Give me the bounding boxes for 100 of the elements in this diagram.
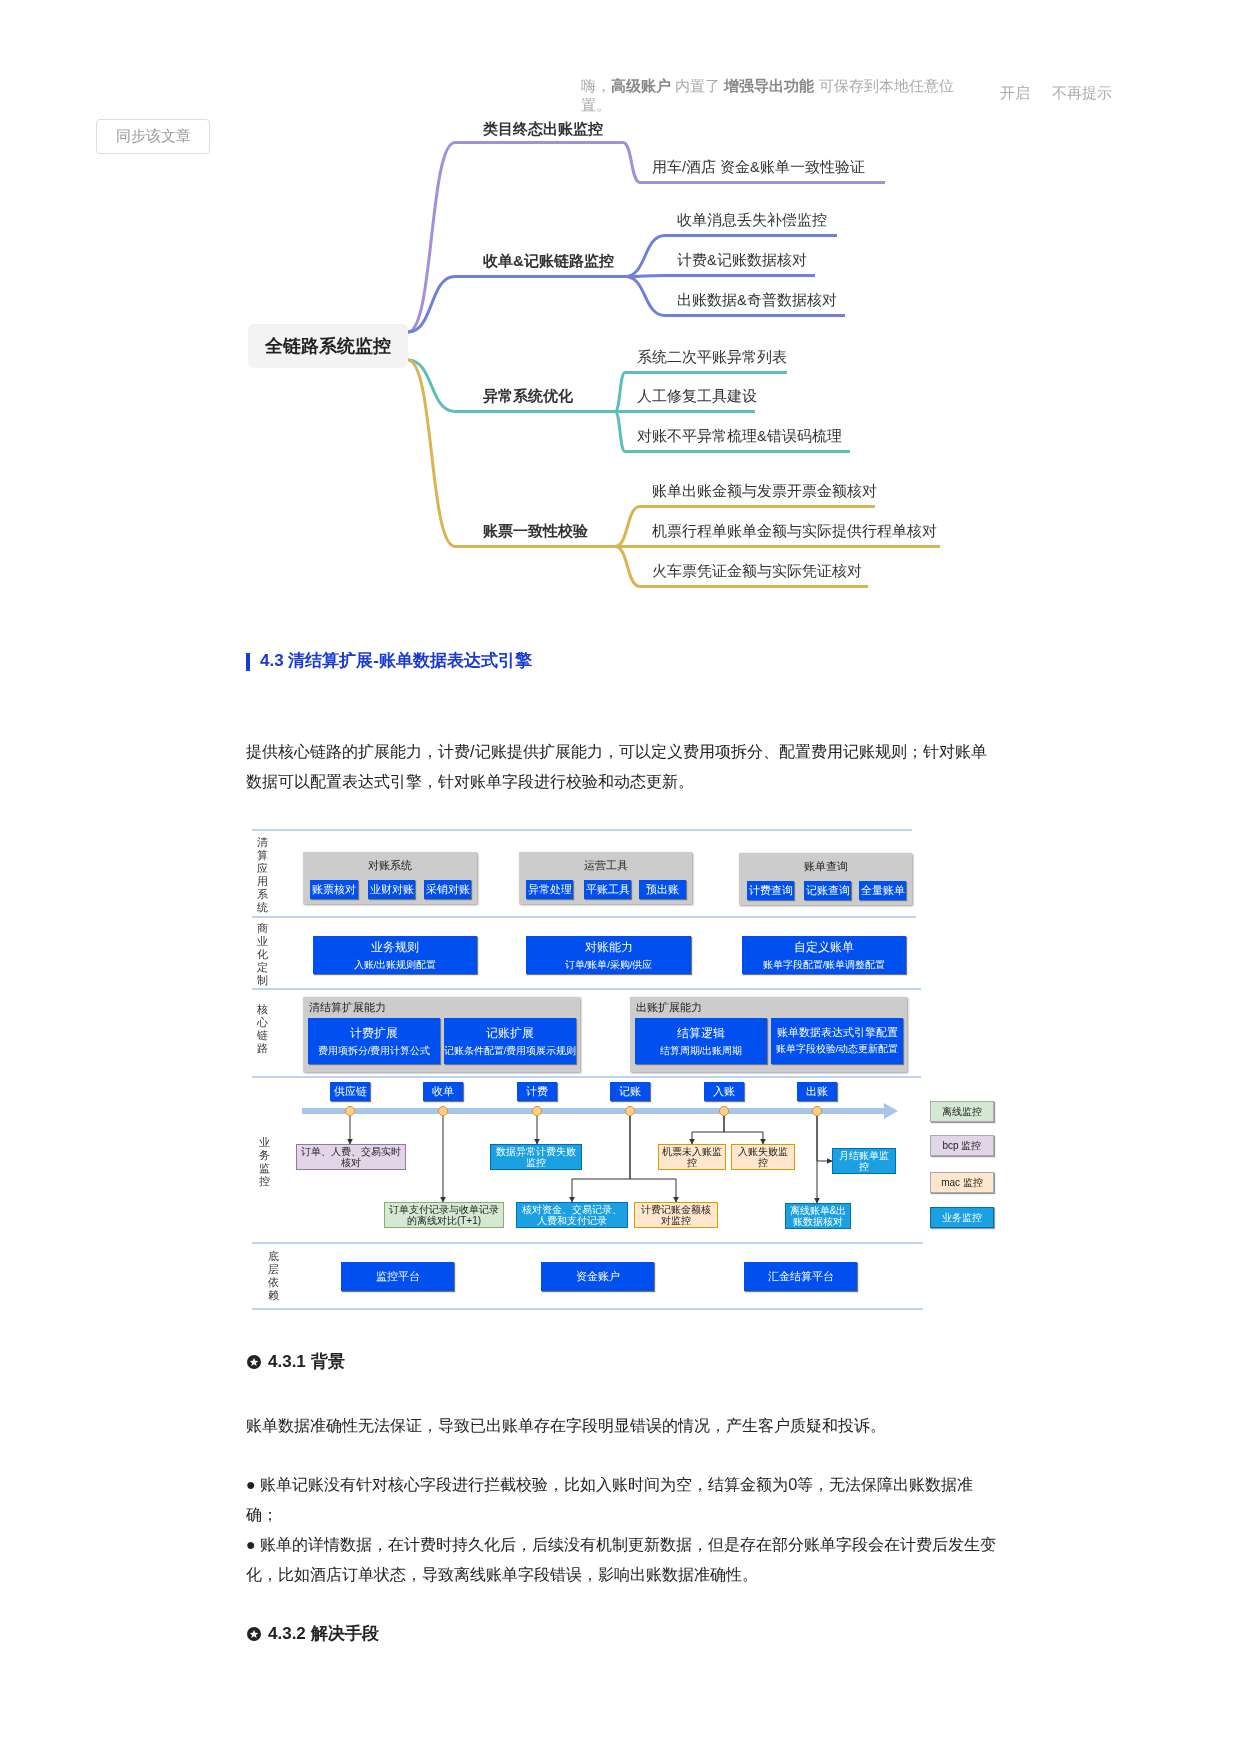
panel-title: 出账扩展能力 xyxy=(636,1000,702,1015)
panel-title: 对账系统 xyxy=(367,858,413,873)
box-subtitle: 账单字段校验/动态更新配置 xyxy=(775,1043,899,1056)
module-box xyxy=(742,936,906,974)
monitor-box: 数据异常计费失败监控 xyxy=(490,1144,582,1170)
paragraph: 账单数据准确性无法保证，导致已出账单存在字段明显错误的情况，产生客户质疑和投诉。 xyxy=(246,1415,887,1436)
feature-tag: 平账工具 xyxy=(584,880,631,899)
monitor-box: 订单、人费、交易实时核对 xyxy=(296,1144,406,1170)
dismiss-link: 不再提示 xyxy=(1052,84,1113,103)
monitor-box: 订单支付记录与收单记录的离线对比(T+1) xyxy=(384,1202,504,1228)
box-title: 计费扩展 xyxy=(350,1024,398,1042)
branch-topic: 收单&记账链路监控 xyxy=(455,250,625,278)
branch-topic: 类目终态出账监控 xyxy=(455,118,623,144)
module-box xyxy=(308,1018,440,1064)
monitor-box: 核对资金、交易记录、人费和支付记录 xyxy=(516,1202,628,1228)
monitor-box: 月结账单监控 xyxy=(832,1148,896,1174)
box-subtitle: 费用项拆分/费用计算公式 xyxy=(317,1044,431,1058)
capability-panel xyxy=(303,997,580,1072)
box-title: 自定义账单 xyxy=(794,938,854,956)
layer-label: 业务监控 xyxy=(259,1136,271,1189)
leaf-topic: 机票行程单账单金额与实际提供行程单核对 xyxy=(640,520,940,548)
root-topic: 全链路系统监控 xyxy=(248,324,408,368)
timeline-dot xyxy=(625,1106,635,1116)
layer-label: 底层依赖 xyxy=(268,1250,280,1303)
monitor-box: 机票未入账监控 xyxy=(658,1144,726,1170)
module-box xyxy=(444,1018,576,1064)
branch-line xyxy=(624,275,666,317)
bullet-item: ● 账单记账没有针对核心字段进行拦截校验，比如入账时间为空，结算金额为0等，无法保障出账数据准确； xyxy=(246,1474,975,1525)
module-box xyxy=(635,1018,767,1064)
platform-box: 资金账户 xyxy=(541,1262,654,1291)
box-title: 结算逻辑 xyxy=(677,1024,725,1042)
module-box xyxy=(313,936,477,974)
capability-panel xyxy=(630,997,907,1072)
enable-link: 开启 xyxy=(1000,84,1031,103)
stage-tag: 收单 xyxy=(423,1082,463,1101)
panel-title: 运营工具 xyxy=(582,858,629,873)
panel-title: 清结算扩展能力 xyxy=(309,1000,386,1015)
branch-line xyxy=(622,141,641,184)
system-panel xyxy=(519,852,692,904)
leaf-topic: 计费&记账数据核对 xyxy=(665,249,815,277)
sync-button: 同步该文章 xyxy=(96,119,210,154)
stage-tag: 入账 xyxy=(704,1082,744,1101)
banner-message: 嗨，高级账户 内置了 增强导出功能 可保存到本地任意位置。 xyxy=(581,76,955,115)
box-subtitle: 入账/出账规则配置 xyxy=(353,958,437,972)
panel-title: 账单查询 xyxy=(802,859,849,874)
monitor-box: 计费记账金额核对监控 xyxy=(634,1202,718,1228)
box-title: 业务规则 xyxy=(371,938,419,956)
timeline-dot xyxy=(345,1106,355,1116)
feature-tag: 全量账单 xyxy=(859,881,906,900)
module-box xyxy=(771,1018,903,1064)
arrow xyxy=(347,1115,353,1145)
branch-line xyxy=(615,410,625,413)
monitor-box: 离线账单&出账数据核对 xyxy=(785,1203,851,1229)
branch-line xyxy=(614,505,641,548)
arrow xyxy=(629,1115,679,1203)
feature-tag: 异常处理 xyxy=(526,880,573,899)
arrow xyxy=(723,1115,766,1145)
feature-tag: 账票核对 xyxy=(310,880,358,899)
branch-line xyxy=(613,410,627,453)
feature-tag: 预出账 xyxy=(639,880,686,899)
timeline-dot xyxy=(812,1106,822,1116)
leaf-topic: 系统二次平账异常列表 xyxy=(625,346,787,374)
arrow xyxy=(534,1115,540,1145)
box-subtitle: 结算周期/出账周期 xyxy=(659,1044,743,1058)
stage-tag: 记账 xyxy=(610,1082,650,1101)
arrow xyxy=(814,1115,820,1204)
arrow xyxy=(440,1115,446,1203)
feature-tag: 计费查询 xyxy=(747,881,794,900)
timeline-dot xyxy=(719,1106,729,1116)
legend-key: mac 监控 xyxy=(930,1172,994,1193)
stage-tag: 出账 xyxy=(797,1082,837,1101)
timeline-dot xyxy=(532,1106,542,1116)
branch-topic: 账票一致性校验 xyxy=(455,520,615,548)
box-title: 记账扩展 xyxy=(486,1024,534,1042)
branch-line xyxy=(407,358,456,548)
monitor-box: 入账失败监控 xyxy=(731,1144,795,1170)
box-subtitle: 账单字段配置/账单调整配置 xyxy=(762,958,886,972)
branch-line xyxy=(614,545,641,588)
section-heading: 4.3.2 解决手段 xyxy=(268,1623,380,1645)
section-heading: 4.3 清结算扩展-账单数据表达式引擎 xyxy=(260,650,534,672)
leaf-topic: 账单出账金额与发票开票金额核对 xyxy=(640,480,875,508)
bullet-item: ● 账单的详情数据，在计费时持久化后，后续没有机制更新数据，但是存在部分账单字段会在计费后发生变化，比如酒店订单状态，导致离线账单字段错误，影响出账数据准确性。 xyxy=(246,1534,998,1585)
leaf-topic: 对账不平异常梳理&错误码梳理 xyxy=(625,425,850,453)
legend-key: bcp 监控 xyxy=(930,1135,994,1156)
platform-box: 监控平台 xyxy=(341,1262,454,1291)
branch-topic: 异常系统优化 xyxy=(455,385,615,413)
system-panel xyxy=(739,853,912,905)
timeline-dot xyxy=(438,1106,448,1116)
legend-key: 业务监控 xyxy=(930,1207,994,1228)
box-title: 对账能力 xyxy=(584,938,633,956)
leaf-topic: 收单消息丢失补偿监控 xyxy=(665,209,837,237)
leaf-topic: 人工修复工具建设 xyxy=(625,385,755,413)
branch-line xyxy=(613,371,627,413)
branch-line xyxy=(407,275,456,334)
legend-key: 离线监控 xyxy=(930,1101,994,1122)
box-title: 账单数据表达式引擎配置 xyxy=(776,1026,898,1040)
system-panel xyxy=(303,852,477,904)
box-subtitle: 记账条件配置/费用项展示规则 xyxy=(443,1044,577,1058)
leaf-topic: 火车票凭证金额与实际凭证核对 xyxy=(640,560,868,588)
feature-tag: 采销对账 xyxy=(424,880,471,899)
